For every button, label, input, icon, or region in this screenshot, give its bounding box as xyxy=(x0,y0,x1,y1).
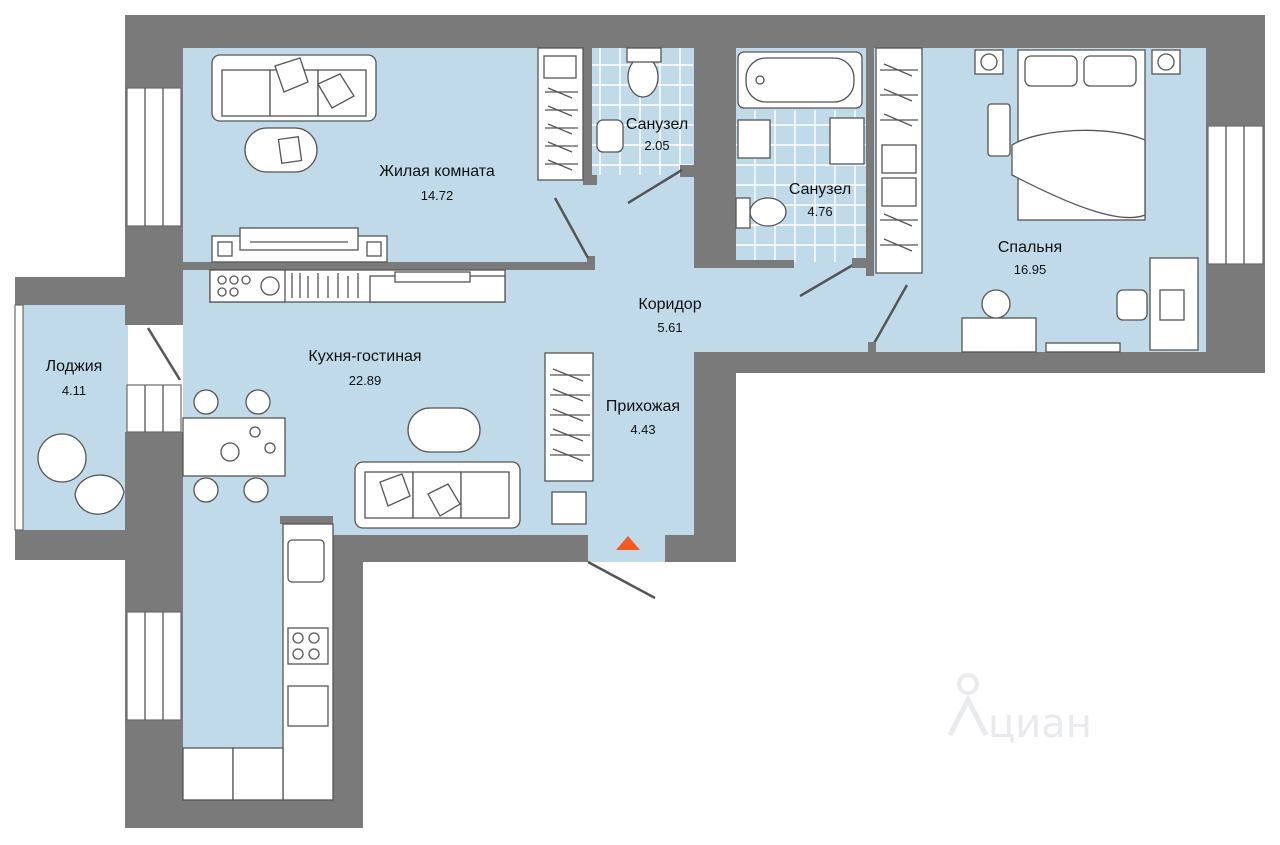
living-room-name: Жилая комната xyxy=(379,163,495,180)
wall-top xyxy=(125,15,1265,48)
window-loggia xyxy=(14,304,24,531)
toilet-small xyxy=(627,56,659,98)
hallway-name: Прихожая xyxy=(606,398,680,415)
bookshelf xyxy=(209,269,506,303)
walls xyxy=(15,15,1265,828)
bedroom-dresser xyxy=(961,317,1037,353)
door-living xyxy=(553,197,590,259)
loggia-chair xyxy=(74,474,125,515)
corridor-name: Коридор xyxy=(638,296,701,313)
hallway-area: 4.43 xyxy=(630,422,655,437)
window-kitchen-2 xyxy=(126,611,182,721)
kitchen-coffee-table xyxy=(407,407,481,453)
room-labels: Жилая комната 14.72 Санузел 2.05 Санузел… xyxy=(46,116,1062,437)
kitchen-living-name: Кухня-гостиная xyxy=(308,348,421,365)
bedroom-chair xyxy=(1116,289,1148,321)
wall-partition-stub xyxy=(587,256,595,270)
living-room-area: 14.72 xyxy=(421,188,454,203)
doors xyxy=(146,168,909,600)
wall-bathroom2-bottom xyxy=(694,260,794,268)
wall-bathroom-left xyxy=(583,48,592,178)
door-bathroom-small xyxy=(627,168,683,205)
bed xyxy=(974,49,1181,221)
furniture xyxy=(37,47,1199,801)
bathroom-large-area: 4.76 xyxy=(807,204,832,219)
wardrobe-bedroom xyxy=(875,47,923,274)
tv-unit xyxy=(211,227,388,263)
kitchen-sofa xyxy=(354,461,521,529)
bedroom-area: 16.95 xyxy=(1014,262,1047,277)
wall-hall-stub xyxy=(680,165,694,177)
loggia-name: Лоджия xyxy=(46,358,103,375)
wall-bathroom-mid xyxy=(694,48,736,268)
bathroom-small-name: Санузел xyxy=(626,116,688,133)
wall-kitchen-right xyxy=(333,535,363,828)
door-entrance xyxy=(587,560,656,600)
wall-bottom-middle xyxy=(333,535,588,562)
watermark-logo-icon xyxy=(957,673,979,695)
bathroom-large-name: Санузел xyxy=(789,181,851,198)
bedroom-plant xyxy=(981,289,1011,319)
watermark: циан xyxy=(947,673,1092,747)
sink-large xyxy=(737,119,771,159)
bedroom-name: Спальня xyxy=(998,239,1062,256)
loggia-area: 4.11 xyxy=(62,383,86,398)
wall-loggia-bottom xyxy=(15,530,183,560)
bathroom-small-area: 2.05 xyxy=(644,138,669,153)
door-stub-bath2 xyxy=(852,258,866,268)
washing-machine xyxy=(829,117,865,165)
floor-main xyxy=(183,48,1206,800)
wardrobe-hallway xyxy=(544,352,594,525)
door-stub-bedroom xyxy=(868,342,876,352)
toilet-large xyxy=(749,197,787,227)
loggia-table xyxy=(37,433,87,483)
door-bedroom xyxy=(870,284,909,348)
wall-right-inner xyxy=(694,352,736,535)
corridor-area: 5.61 xyxy=(657,320,682,335)
wall-partition xyxy=(183,262,595,270)
window-living xyxy=(126,87,182,227)
wall-entrance-right xyxy=(665,535,736,562)
wall-bathroom-bottom xyxy=(583,175,597,185)
wall-bottom-right xyxy=(694,352,1265,373)
entrance-arrow-icon xyxy=(616,536,640,550)
living-sofa xyxy=(211,54,377,122)
door-bathroom-large xyxy=(799,260,859,298)
kitchen-living-area: 22.89 xyxy=(349,373,382,388)
watermark-text: циан xyxy=(988,701,1092,747)
dining-table xyxy=(182,389,286,503)
wall-loggia-corner xyxy=(125,277,183,325)
door-loggia xyxy=(146,327,182,381)
wall-bathroom2-right xyxy=(866,48,874,276)
window-bedroom xyxy=(1207,125,1264,265)
windows xyxy=(14,87,1264,721)
sink-small xyxy=(596,119,624,153)
wall-kitchen-divider xyxy=(280,516,333,524)
wardrobe-living xyxy=(537,47,584,181)
window-kitchen-1 xyxy=(126,384,182,433)
kitchen-cabinets xyxy=(182,523,334,801)
